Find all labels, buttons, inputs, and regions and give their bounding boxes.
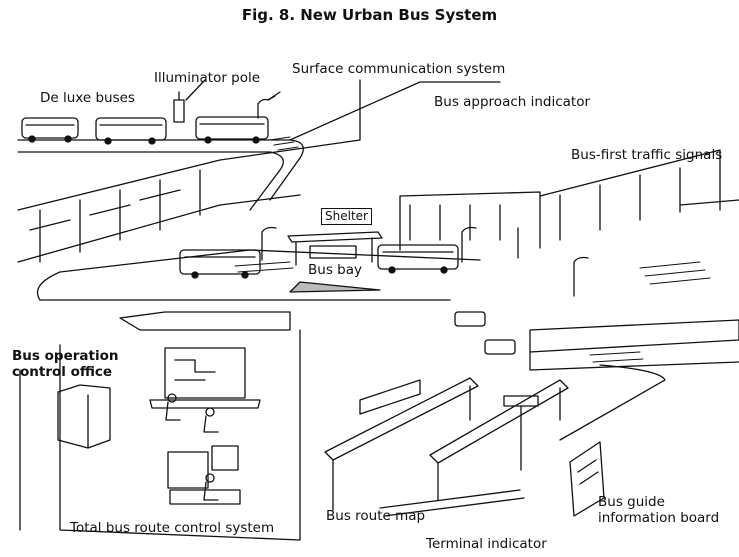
- guide-board: [569, 441, 605, 517]
- shelter-structure: [287, 231, 383, 266]
- label-deluxe-buses: De luxe buses: [40, 90, 135, 106]
- left-buildings: [17, 79, 361, 263]
- label-bus-first-signals: Bus-first traffic signals: [571, 147, 723, 163]
- deluxe-bus-2: [95, 117, 167, 145]
- control-office: [19, 311, 301, 541]
- signal-poles: [261, 226, 589, 297]
- label-bus-operation-line2: control office: [12, 364, 113, 380]
- label-bus-approach-indicator: Bus approach indicator: [434, 94, 591, 110]
- cars: [454, 311, 516, 355]
- terminal-indicator-sign: [503, 395, 539, 471]
- control-panel: [149, 347, 261, 409]
- right-terminal-building: [529, 319, 739, 441]
- bay-bus-left: [179, 249, 261, 279]
- operators: [165, 393, 219, 501]
- terminal-canopies: [324, 377, 569, 517]
- label-guide-board-line2: information board: [598, 510, 720, 526]
- label-bus-route-map: Bus route map: [326, 508, 426, 524]
- illuminator-pole-drawing: [173, 79, 206, 123]
- bay-bus-right: [377, 244, 459, 274]
- deluxe-bus-3: [195, 116, 269, 144]
- crosswalks: [234, 136, 711, 363]
- deluxe-bus-1: [21, 117, 79, 143]
- upper-road: [17, 81, 501, 211]
- surface-comm-antenna: [257, 91, 281, 119]
- figure-title: Fig. 8. New Urban Bus System: [241, 6, 498, 24]
- terminals: [167, 445, 241, 505]
- right-buildings: [399, 149, 739, 251]
- shelter-sign: Shelter: [321, 208, 372, 225]
- label-bus-operation-line1: Bus operation: [12, 348, 119, 364]
- label-illuminator-pole: Illuminator pole: [154, 70, 261, 86]
- cabinet: [57, 384, 111, 449]
- main-road: [36, 249, 481, 301]
- label-guide-board-line1: Bus guide: [598, 494, 665, 510]
- label-bus-bay: Bus bay: [308, 262, 362, 278]
- label-total-route-control: Total bus route control system: [70, 520, 275, 536]
- label-surface-communication: Surface communication system: [292, 61, 506, 77]
- label-terminal-indicator: Terminal indicator: [426, 536, 547, 552]
